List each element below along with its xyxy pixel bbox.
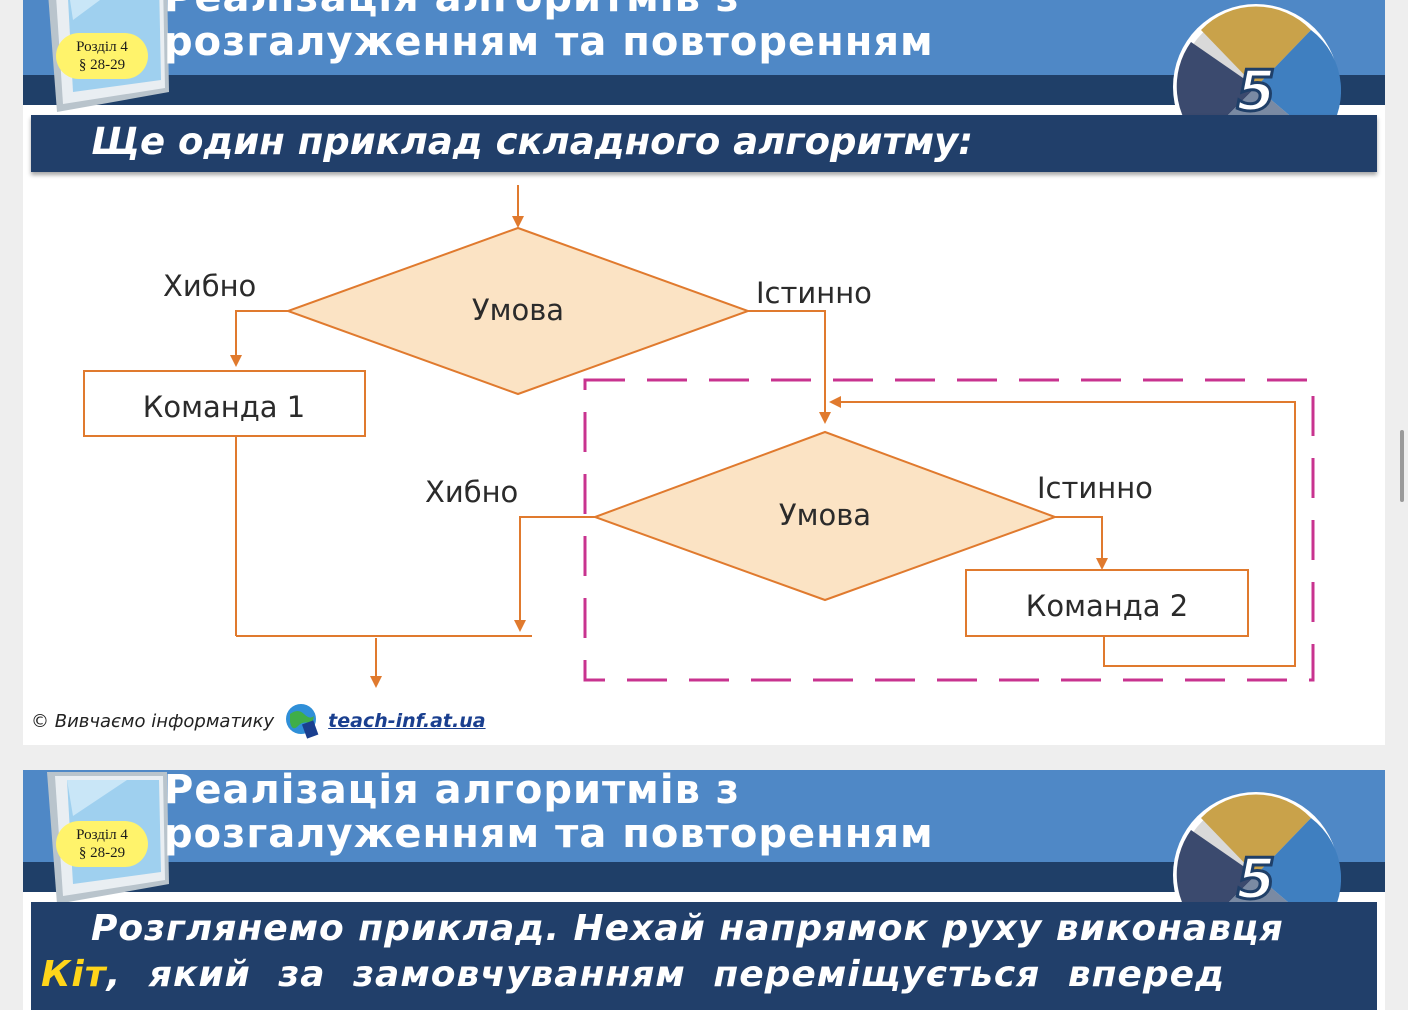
header-band: [23, 0, 1385, 75]
body-line-1: Розглянемо приклад. Нехай напрямок руху …: [91, 908, 1284, 949]
footer: © Вивчаємо інформатику teach-inf.at.ua: [31, 704, 486, 739]
command-2-box: [965, 569, 1249, 637]
paragraph-label: § 28-29: [78, 845, 126, 861]
section-badge: Розділ 4 § 28-29: [56, 821, 148, 867]
slide-1: Розділ 4 § 28-29 Реалізація алгоритмів з…: [23, 0, 1385, 745]
false-branch-2: [514, 516, 595, 632]
condition-2-label: Умова: [779, 498, 871, 532]
command-1-label: Команда 1: [143, 390, 305, 424]
header-band: [23, 770, 1385, 862]
false-branch-1: [230, 310, 288, 367]
condition-diamond-1: [285, 226, 751, 396]
grade-number: 5: [1237, 59, 1276, 124]
title-line-1: Реалізація алгоритмів з: [164, 0, 740, 20]
condition-diamond-2: [592, 430, 1058, 602]
copyright-text: © Вивчаємо інформатику: [31, 710, 275, 732]
subtitle-text: Ще один приклад складного алгоритму:: [91, 120, 974, 163]
body-line-2: Кіт, який за замовчуванням переміщується…: [41, 954, 1225, 995]
true-branch-1: [748, 310, 831, 424]
title-line-2: розгалуженням та повторенням: [164, 19, 934, 65]
true-label-2: Істинно: [1037, 471, 1153, 505]
title-line-2: розгалуженням та повторенням: [164, 811, 934, 857]
true-label-1: Істинно: [756, 276, 872, 310]
false-label-1: Хибно: [163, 269, 256, 303]
loop-region: [583, 378, 1315, 682]
subtitle-bar: Ще один приклад складного алгоритму:: [31, 115, 1377, 172]
slide-2: Розділ 4 § 28-29 Реалізація алгоритмів з…: [23, 770, 1385, 1010]
title-line-1: Реалізація алгоритмів з: [164, 770, 741, 813]
paragraph-label: § 28-29: [78, 57, 126, 73]
globe-icon: [286, 704, 319, 739]
section-badge: Розділ 4 § 28-29: [56, 33, 148, 79]
condition-1-label: Умова: [472, 293, 564, 327]
false-label-2: Хибно: [425, 475, 518, 509]
section-label: Розділ 4: [76, 39, 128, 55]
site-link[interactable]: teach-inf.at.ua: [328, 710, 486, 732]
command-1-box: [83, 370, 366, 437]
body-text-area: Розглянемо приклад. Нехай напрямок руху …: [31, 902, 1377, 1010]
flowchart: Умова Хибно Команда 1 Істинно Умова Істи…: [83, 185, 1315, 688]
scrollbar-thumb[interactable]: [1400, 430, 1404, 502]
loop-back-arrow: [829, 396, 1296, 667]
true-branch-2: [1055, 516, 1108, 570]
header-strip: [23, 75, 1385, 105]
command-2-label: Команда 2: [1026, 589, 1188, 623]
highlight-word: Кіт: [41, 954, 107, 995]
header-strip: [23, 862, 1385, 892]
body-line-2-rest: , який за замовчуванням переміщується вп…: [106, 954, 1226, 995]
section-label: Розділ 4: [76, 827, 128, 843]
